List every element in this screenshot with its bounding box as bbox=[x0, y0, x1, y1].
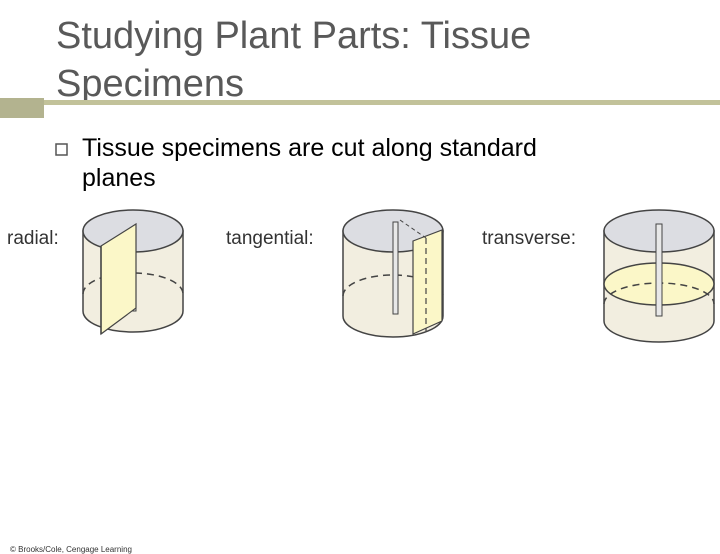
tangential-cylinder-diagram bbox=[342, 209, 444, 338]
bullet-text: Tissue specimens are cut along standard … bbox=[82, 134, 537, 192]
radial-cylinder-diagram bbox=[82, 209, 184, 336]
figure-credit: © Brooks/Cole, Cengage Learning bbox=[10, 545, 132, 554]
title-rule-accent bbox=[0, 98, 44, 118]
label-tangential: tangential: bbox=[226, 228, 314, 249]
label-radial: radial: bbox=[7, 228, 59, 249]
hollow-square-bullet-icon bbox=[55, 143, 68, 156]
slide-title: Studying Plant Parts: Tissue Specimens bbox=[56, 15, 532, 105]
transverse-cylinder-diagram bbox=[603, 209, 715, 343]
tissue-planes-figure: radial: tangential: transverse: © Brooks… bbox=[0, 196, 720, 554]
label-transverse: transverse: bbox=[482, 228, 576, 249]
title-rule-line bbox=[44, 100, 720, 105]
